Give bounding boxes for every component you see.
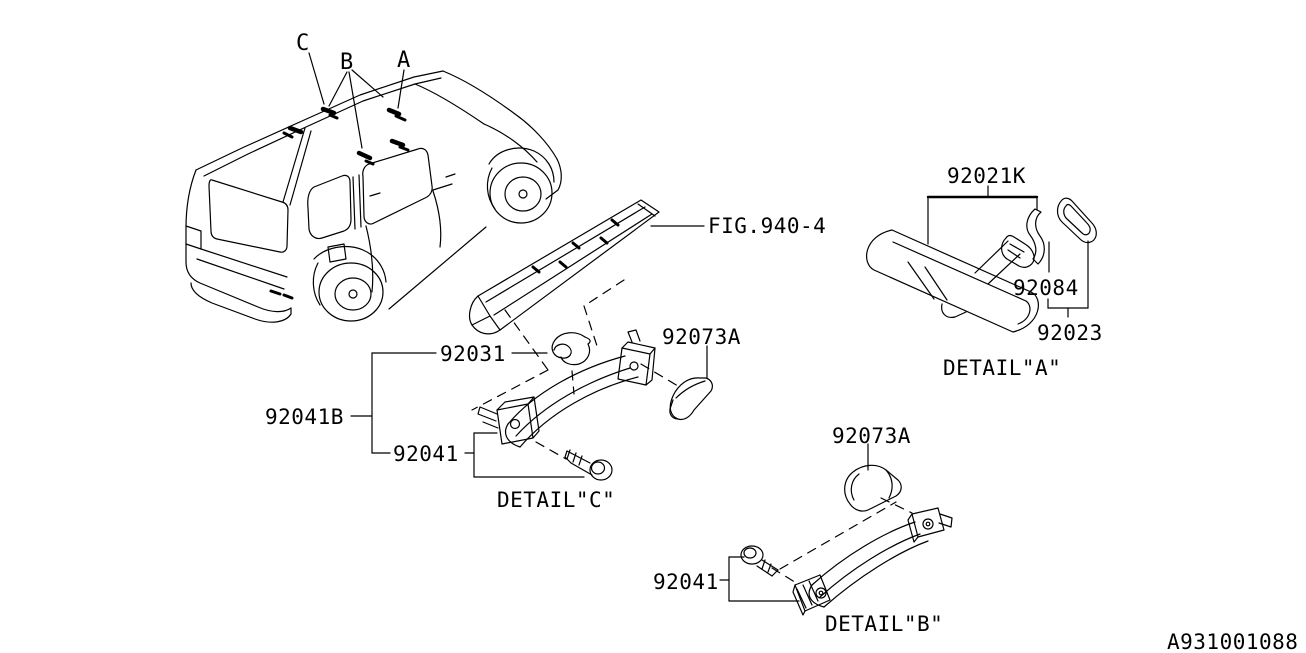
callout-a: A xyxy=(397,48,411,73)
car-quarter-window xyxy=(307,174,352,240)
grip-b-right-bracket xyxy=(911,507,945,538)
mirror-stem xyxy=(974,240,1009,274)
mirror-cover-part xyxy=(1026,208,1045,265)
car-rear-window xyxy=(208,179,289,253)
vehicle-illustration xyxy=(185,70,562,323)
part-number-92073a-b[interactable]: 92073A xyxy=(832,424,911,448)
callout-c-leader xyxy=(308,52,325,105)
car-front-wheel xyxy=(489,162,553,224)
car-rear-wheel xyxy=(318,262,384,322)
callout-a-leader xyxy=(397,69,405,109)
car-taillight xyxy=(185,225,202,250)
assist-grip-b xyxy=(811,521,916,586)
detail-c-caption: DETAIL"C" xyxy=(497,488,615,512)
clip-92031-part xyxy=(551,332,586,359)
callout-b-leader xyxy=(348,71,363,149)
grip-b-screw xyxy=(740,545,779,577)
roof-trim-rail: FIG.940-4 xyxy=(468,199,826,335)
part-number-92041-c[interactable]: 92041 xyxy=(393,442,459,466)
car-door-handle xyxy=(445,173,456,178)
part-number-92023[interactable]: 92023 xyxy=(1037,321,1103,345)
mirror-mount-foot xyxy=(1001,235,1035,268)
car-door-handle xyxy=(369,192,381,197)
grip-cap-b xyxy=(844,464,902,512)
car-door-window xyxy=(362,147,433,225)
grip-b-left-bracket xyxy=(794,574,831,612)
detail-c-group: 92031 92041B 92041 92073A DETAIL"C" xyxy=(265,279,741,512)
callout-b-leader xyxy=(328,71,348,107)
part-number-92084[interactable]: 92084 xyxy=(1013,276,1079,300)
callout-b-leader xyxy=(351,69,384,98)
detail-b-group: 92073A 92041 DETAIL"B" xyxy=(653,424,953,636)
roof-clip-marks xyxy=(282,106,410,166)
car-rear-bumper xyxy=(185,261,292,313)
roof-callouts: C B A xyxy=(296,31,411,149)
rear-view-mirror xyxy=(866,229,1039,333)
car-fuel-door xyxy=(327,243,347,263)
mirror-spacer-part xyxy=(1056,197,1097,244)
part-number-92041-b[interactable]: 92041 xyxy=(653,570,719,594)
detail-a-group: 92021K 92084 92023 DETAIL"A" xyxy=(866,164,1103,380)
part-number-92021k[interactable]: 92021K xyxy=(947,164,1026,188)
part-number-92041b[interactable]: 92041B xyxy=(265,405,344,429)
diagram-id: A931001088 xyxy=(1167,630,1298,653)
figure-ref-label[interactable]: FIG.940-4 xyxy=(708,214,826,238)
detail-a-caption: DETAIL"A" xyxy=(943,356,1061,380)
assist-grip-c xyxy=(507,355,626,425)
grip-c-screw xyxy=(564,449,613,481)
part-number-92073a-c[interactable]: 92073A xyxy=(662,325,741,349)
detail-b-caption: DETAIL"B" xyxy=(825,612,943,636)
car-roofline xyxy=(195,70,444,171)
grip-cap-c xyxy=(669,377,713,421)
callout-c: C xyxy=(296,31,310,56)
callout-b: B xyxy=(340,50,354,75)
part-number-92031[interactable]: 92031 xyxy=(440,342,506,366)
